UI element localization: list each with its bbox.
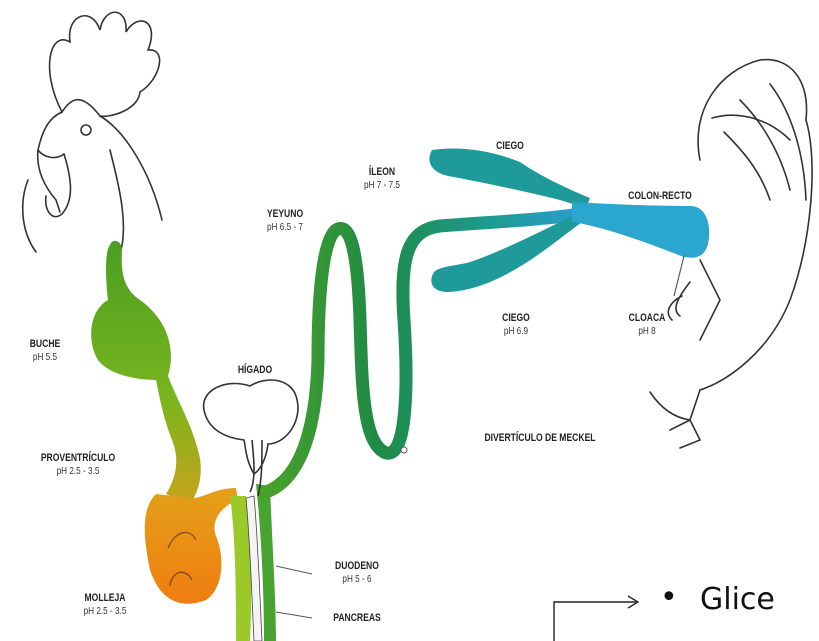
rooster-body-outline — [650, 60, 812, 448]
colon-recto-shape — [572, 202, 709, 258]
higado-name: HÍGADO — [238, 364, 272, 376]
cloaca-name: CLOACA — [629, 312, 666, 324]
molleja-ph: pH 2.5 - 3.5 — [62, 605, 148, 618]
label-pancreas: PANCREAS — [322, 612, 392, 625]
duodeno-ph: pH 5 - 6 — [322, 573, 392, 586]
ileon-ph: pH 7 - 7.5 — [351, 179, 413, 192]
ciego-bottom-ph: pH 6.9 — [493, 325, 540, 338]
buche-ph: pH 5.5 — [18, 351, 73, 364]
duodeno-name: DUODENO — [335, 560, 379, 572]
rooster-head-outline — [23, 12, 162, 260]
label-ciego-bottom: CIEGO pH 6.9 — [493, 312, 540, 338]
ciego-top-shape — [429, 149, 590, 209]
label-proventriculo: PROVENTRÍCULO pH 2.5 - 3.5 — [23, 452, 132, 478]
label-yeyuno: YEYUNO pH 6.5 - 7 — [250, 208, 320, 234]
yeyuno-name: YEYUNO — [267, 208, 303, 220]
diverticulo-name: DIVERTÍCULO DE MECKEL — [484, 432, 595, 444]
proventriculo-name: PROVENTRÍCULO — [41, 452, 115, 464]
label-molleja: MOLLEJA pH 2.5 - 3.5 — [62, 592, 148, 618]
label-higado: HÍGADO — [228, 364, 283, 377]
pancreas-name: PANCREAS — [333, 612, 381, 624]
yeyuno-ph: pH 6.5 - 7 — [250, 221, 320, 234]
ciego-top-name: CIEGO — [496, 140, 524, 152]
buche-name: BUCHE — [30, 338, 61, 350]
molleja-name: MOLLEJA — [85, 592, 126, 604]
bullet-text: Glice — [700, 582, 775, 617]
label-ciego-top: CIEGO — [487, 140, 534, 153]
ileon-name: ÍLEON — [369, 166, 395, 178]
ciego-bottom-name: CIEGO — [502, 312, 530, 324]
label-buche: BUCHE pH 5.5 — [18, 338, 73, 364]
cloaca-ph: pH 8 — [620, 325, 675, 338]
meckel-marker — [401, 447, 407, 453]
pointer-arrow — [554, 596, 638, 641]
label-ileon: ÍLEON pH 7 - 7.5 — [351, 166, 413, 192]
proventriculo-ph: pH 2.5 - 3.5 — [23, 465, 132, 478]
label-colon-recto: COLON-RECTO — [613, 190, 707, 203]
label-cloaca: CLOACA pH 8 — [620, 312, 675, 338]
label-duodeno: DUODENO pH 5 - 6 — [322, 560, 392, 586]
colon-name: COLON-RECTO — [628, 190, 692, 202]
molleja-shape — [145, 488, 238, 604]
label-diverticulo: DIVERTÍCULO DE MECKEL — [462, 432, 618, 445]
bullet-dot: • — [660, 580, 678, 615]
